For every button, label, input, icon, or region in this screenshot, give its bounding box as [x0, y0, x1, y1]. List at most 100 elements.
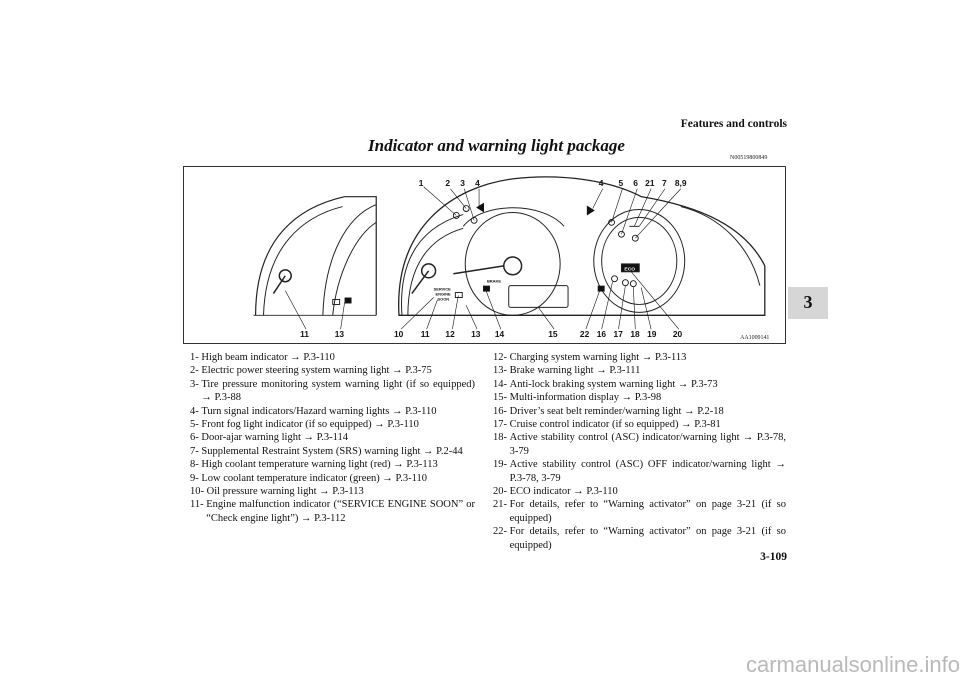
brake-warning-icon [344, 297, 352, 304]
list-item-text: For details, refer to “Warning activator… [509, 526, 786, 551]
list-item-number: 14- [493, 378, 510, 390]
list-item-text: Engine malfunction indicator (“SERVICE E… [206, 499, 475, 524]
callout-14: 14 [495, 329, 505, 339]
callout-13: 13 [471, 329, 481, 339]
list-item: 6- Door-ajar warning light → P.3-114 [190, 431, 475, 444]
list-item-text: Oil pressure warning light → P.3-113 [206, 486, 364, 498]
service-label-2: ENGINE [436, 292, 451, 297]
document-code: N00519800849 [730, 155, 768, 161]
instrument-cluster-figure: BRAKE ECO SERVICE ENGINE SOON 1 2 3 4 4 … [183, 166, 786, 344]
list-item-number: 6- [190, 432, 202, 444]
callout-2: 2 [445, 178, 450, 188]
list-item-number: 10- [190, 486, 207, 498]
callout-13-left: 13 [335, 329, 345, 339]
list-item: 5- Front fog light indicator (if so equi… [190, 418, 475, 431]
charging-icon [332, 299, 341, 305]
list-item-number: 11- [190, 499, 207, 511]
high-beam-icon [452, 212, 460, 219]
callout-18: 18 [630, 329, 640, 339]
list-item-number: 19- [493, 459, 510, 471]
list-item-text: Anti-lock braking system warning light →… [509, 378, 718, 390]
callout-21: 21 [645, 178, 655, 188]
list-item-number: 21- [493, 499, 510, 511]
list-item: 11- Engine malfunction indicator (“SERVI… [190, 498, 475, 525]
coolant-temp-icon [631, 234, 639, 242]
list-item-text: Turn signal indicators/Hazard warning li… [201, 405, 437, 417]
callout-10: 10 [394, 329, 404, 339]
callout-6: 6 [633, 178, 638, 188]
list-item: 13- Brake warning light → P.3-111 [493, 364, 786, 377]
steering-warning-icon [462, 205, 470, 212]
list-item-number: 7- [190, 445, 202, 457]
list-item-text: High beam indicator → P.3-110 [201, 352, 335, 363]
list-item-text: Supplemental Restraint System (SRS) warn… [201, 445, 463, 457]
page-title: Indicator and warning light package [368, 136, 625, 155]
figure-id: AA1009141 [740, 335, 769, 341]
callout-8-9: 8,9 [675, 178, 687, 188]
list-item-text: High coolant temperature warning light (… [201, 459, 438, 471]
asc-off-icon [629, 280, 637, 288]
asc-icon [621, 279, 629, 287]
callout-16: 16 [597, 329, 607, 339]
list-item-number: 2- [190, 365, 202, 377]
list-item: 8- High coolant temperature warning ligh… [190, 458, 475, 471]
list-item: 3- Tire pressure monitoring system warni… [190, 378, 475, 405]
list-item-text: Driver’s seat belt reminder/warning ligh… [509, 405, 724, 417]
header-section-title: Features and controls [680, 118, 787, 130]
list-item: 2- Electric power steering system warnin… [190, 364, 475, 377]
callout-4-right: 4 [599, 178, 604, 188]
callout-19: 19 [647, 329, 657, 339]
brake-label: BRAKE [487, 279, 501, 284]
list-item: 20- ECO indicator → P.3-110 [493, 485, 786, 498]
seatbelt-indicator-icon [597, 285, 605, 292]
list-item-text: Charging system warning light → P.3-113 [509, 352, 687, 363]
list-item-number: 18- [493, 432, 510, 444]
list-item: 7- Supplemental Restraint System (SRS) w… [190, 445, 475, 458]
list-item-number: 16- [493, 405, 510, 417]
tire-pressure-icon [470, 216, 478, 224]
list-item-text: Active stability control (ASC) OFF indic… [509, 459, 786, 484]
callout-17: 17 [614, 329, 624, 339]
callout-7: 7 [662, 178, 667, 188]
list-item: 18- Active stability control (ASC) indic… [493, 431, 786, 458]
list-item-text: Active stability control (ASC) indicator… [509, 432, 786, 457]
callout-22: 22 [580, 329, 590, 339]
list-item-number: 15- [493, 392, 510, 404]
service-label-1: SERVICE [434, 287, 452, 292]
watermark: carmanualsonline.info [745, 652, 960, 677]
turn-left-arrow-icon [476, 202, 485, 213]
list-item-text: Low coolant temperature indicator (green… [201, 472, 427, 484]
callout-15: 15 [548, 329, 558, 339]
callout-12: 12 [445, 329, 455, 339]
cruise-control-icon [611, 275, 618, 283]
abs-icon [483, 285, 490, 292]
instrument-cluster-illustration: BRAKE ECO SERVICE ENGINE SOON 1 2 3 4 4 … [253, 176, 769, 341]
list-item-number: 3- [190, 378, 202, 390]
list-item: 10- Oil pressure warning light → P.3-113 [190, 485, 475, 498]
page-number: 3-109 [760, 551, 787, 563]
list-item: 17- Cruise control indicator (if so equi… [493, 418, 786, 431]
list-item: 21- For details, refer to “Warning activ… [493, 498, 786, 525]
indicator-list-right: 12- Charging system warning light → P.3-… [493, 351, 786, 552]
battery-icon [454, 292, 463, 298]
list-item: 22- For details, refer to “Warning activ… [493, 525, 786, 552]
list-item-text: ECO indicator → P.3-110 [509, 486, 618, 498]
list-item: 16- Driver’s seat belt reminder/warning … [493, 405, 786, 418]
list-item-text: Brake warning light → P.3-111 [509, 365, 641, 377]
list-item-number: 9- [190, 472, 202, 484]
list-item: 1- High beam indicator → P.3-110 [190, 351, 475, 364]
list-item-text: For details, refer to “Warning activator… [509, 499, 786, 524]
callout-4-left: 4 [475, 178, 480, 188]
list-item: 12- Charging system warning light → P.3-… [493, 351, 786, 364]
turn-right-arrow-icon [586, 205, 595, 216]
fog-light-icon [608, 218, 615, 226]
list-item-text: Multi-information display → P.3-98 [509, 392, 662, 404]
list-item-number: 5- [190, 419, 202, 431]
list-item: 14- Anti-lock braking system warning lig… [493, 378, 786, 391]
list-item: 9- Low coolant temperature indicator (gr… [190, 472, 475, 485]
list-item: 15- Multi-information display → P.3-98 [493, 391, 786, 404]
callout-1: 1 [419, 178, 424, 188]
chapter-tab: 3 [788, 287, 828, 319]
list-item-number: 22- [493, 526, 510, 538]
